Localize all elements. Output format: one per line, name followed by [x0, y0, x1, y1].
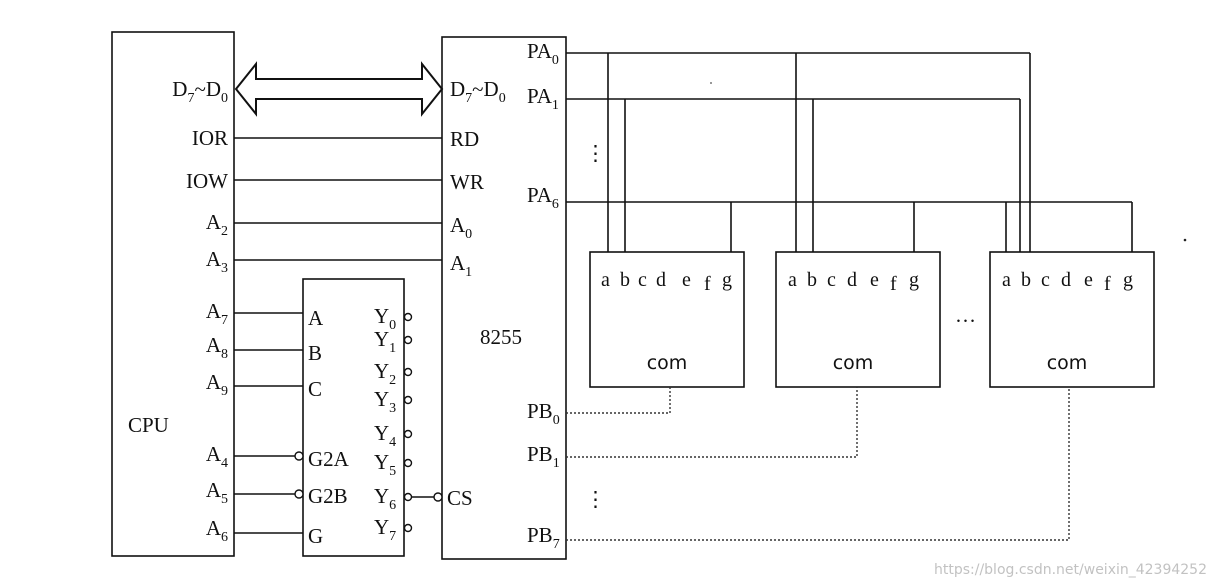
decoder-input-b: B: [308, 341, 322, 365]
display1-seg-b: b: [620, 269, 630, 291]
decoder-input-g2a: G2A: [308, 447, 350, 471]
decoder-output-y6: Y6: [374, 484, 396, 513]
watermark: https://blog.csdn.net/weixin_42394252: [933, 562, 1207, 578]
ppi-pin-pa1: PA1: [527, 84, 559, 113]
y4-bubble: [403, 429, 413, 439]
stray-dot: [710, 82, 712, 84]
display2-seg-a: a: [788, 269, 797, 291]
decoder-output-y0: Y0: [374, 304, 396, 333]
decoder-output-y5: Y5: [374, 450, 396, 479]
ppi-pa-vdots: ⋮: [585, 141, 606, 165]
data-bus-arrow: [234, 61, 444, 117]
ppi-pin-rd: RD: [450, 127, 479, 151]
wire-pb7-display3-com: [566, 387, 1070, 541]
decoder-input-g2b: G2B: [308, 484, 348, 508]
cpu-label: CPU: [128, 413, 169, 437]
decoder-output-y2: Y2: [374, 359, 396, 388]
wire-pb1-display2-com: [566, 387, 858, 458]
y6-bubble: [403, 492, 413, 502]
cpu-pin-a6: A6: [206, 516, 228, 545]
display-3: [989, 251, 1155, 388]
display2-seg-d: d: [847, 269, 857, 291]
ppi-pin-pb1: PB1: [527, 442, 560, 471]
ppi-pb-vdots: ⋮: [585, 487, 606, 511]
display-2: [775, 251, 941, 388]
cpu-pin-ior: IOR: [192, 126, 228, 150]
ppi-pin-pb7: PB7: [527, 523, 560, 552]
cpu-pin-a5: A5: [206, 478, 228, 507]
ppi-pin-a0: A0: [450, 213, 472, 242]
ppi-pin-d-bus: D7~D0: [450, 77, 506, 106]
ppi-pin-cs: CS: [447, 486, 473, 510]
ppi-label: 8255: [480, 325, 522, 349]
decoder-input-c: C: [308, 377, 322, 401]
display3-seg-d: d: [1061, 269, 1071, 291]
decoder-output-y3: Y3: [374, 387, 396, 416]
cpu-pin-d-bus: D7~D0: [172, 77, 228, 106]
cpu-pin-a2: A2: [206, 210, 228, 239]
ppi-pin-pb0: PB0: [527, 399, 560, 428]
display2-seg-e: e: [870, 269, 879, 291]
display1-seg-d: d: [656, 269, 666, 291]
display3-seg-f: f: [1104, 273, 1111, 295]
display1-seg-c: c: [638, 269, 647, 291]
display-1: [589, 251, 745, 388]
display1-seg-f: f: [704, 273, 711, 295]
cpu-pin-a9: A9: [206, 370, 228, 399]
cs-bubble: [433, 492, 443, 502]
y2-bubble: [403, 367, 413, 377]
cpu-pin-a7: A7: [206, 299, 228, 328]
displays-ellipsis: …: [955, 303, 976, 327]
y7-bubble: [403, 523, 413, 533]
cpu-pin-a4: A4: [206, 442, 228, 471]
ppi-pin-wr: WR: [450, 170, 484, 194]
ppi-8255-block: [441, 36, 567, 560]
display1-seg-a: a: [601, 269, 610, 291]
display2-seg-g: g: [909, 269, 919, 291]
cpu-pin-a3: A3: [206, 247, 228, 276]
display2-com: com: [833, 352, 874, 374]
ppi-pin-pa0: PA0: [527, 39, 559, 68]
cpu-block: [111, 31, 235, 557]
display3-seg-c: c: [1041, 269, 1050, 291]
display2-seg-f: f: [890, 273, 897, 295]
display3-seg-a: a: [1002, 269, 1011, 291]
decoder-input-g: G: [308, 524, 323, 548]
ppi-pin-a1: A1: [450, 251, 472, 280]
y5-bubble: [403, 458, 413, 468]
wire-pb0-display1-com: [566, 387, 671, 414]
display1-seg-e: e: [682, 269, 691, 291]
decoder-block: [302, 278, 405, 557]
display3-seg-e: e: [1084, 269, 1093, 291]
decoder-input-a: A: [308, 306, 324, 330]
g2b-inversion-bubble: [294, 489, 304, 499]
cpu-pin-a8: A8: [206, 333, 228, 362]
decoder-output-y7: Y7: [374, 515, 396, 544]
display3-seg-b: b: [1021, 269, 1031, 291]
y1-bubble: [403, 335, 413, 345]
display1-com: com: [647, 352, 688, 374]
display2-seg-c: c: [827, 269, 836, 291]
decoder-output-y1: Y1: [374, 327, 396, 356]
display3-com: com: [1047, 352, 1088, 374]
decoder-output-y4: Y4: [374, 421, 396, 450]
display3-seg-g: g: [1123, 269, 1133, 291]
y0-bubble: [403, 312, 413, 322]
ppi-pin-pa6: PA6: [527, 183, 559, 212]
display2-seg-b: b: [807, 269, 817, 291]
y3-bubble: [403, 395, 413, 405]
display1-seg-g: g: [722, 269, 732, 291]
cpu-pin-iow: IOW: [186, 169, 228, 193]
g2a-inversion-bubble: [294, 451, 304, 461]
stray-dot: [1183, 238, 1187, 242]
